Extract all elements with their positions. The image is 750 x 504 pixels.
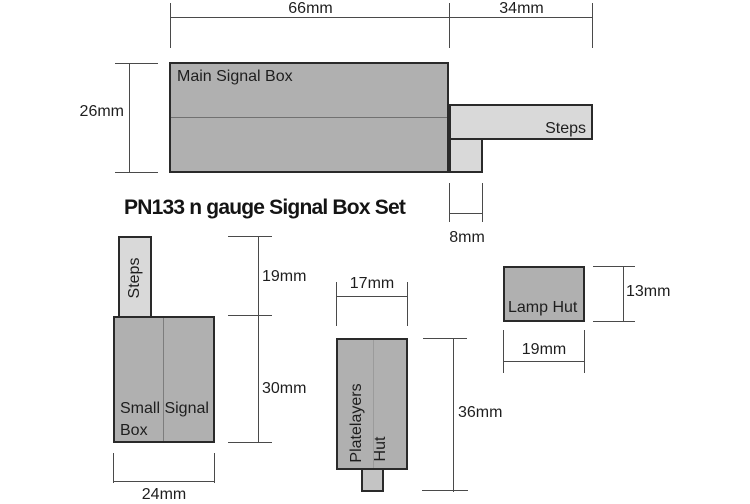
- main-steps-label: Steps: [545, 120, 586, 137]
- dim-17mm-tick-right: [407, 282, 408, 326]
- dim-17mm-tick-left: [336, 282, 337, 326]
- small-steps-label: Steps: [126, 257, 143, 299]
- dim-8mm-tick-right: [482, 183, 483, 222]
- dim-13mm-tick-bottom: [593, 321, 635, 322]
- small-steps-shape: [118, 236, 152, 318]
- dim-small-tick-middle: [228, 315, 272, 316]
- dim-top-tick-right: [592, 3, 593, 48]
- dim-label-36mm: 36mm: [458, 404, 503, 421]
- lamp-hut-label: Lamp Hut: [508, 299, 578, 316]
- main-steps-tab-shape: [449, 138, 483, 173]
- dim-lamp-19mm-tick-right: [584, 330, 585, 373]
- dim-lamp-19mm-horizontal-line: [503, 361, 585, 362]
- dim-label-66mm: 66mm: [288, 0, 333, 17]
- dim-label-34mm: 34mm: [499, 0, 544, 17]
- dim-small-tick-top: [228, 236, 272, 237]
- dim-36mm-tick-top: [423, 338, 467, 339]
- dim-label-24mm: 24mm: [141, 486, 187, 503]
- main-steps-shape: Steps: [449, 104, 593, 140]
- small-signal-box-divider-line: [163, 318, 164, 441]
- dim-26mm-tick-top: [115, 63, 158, 64]
- dim-label-8mm: 8mm: [449, 229, 485, 246]
- page-title: PN133 n gauge Signal Box Set: [124, 196, 406, 219]
- platelayers-hut-tab-shape: [361, 468, 384, 492]
- dim-label-17mm: 17mm: [349, 275, 395, 292]
- main-signal-box-shape: Main Signal Box: [169, 62, 449, 173]
- dim-label-19mm-steps: 19mm: [262, 268, 307, 285]
- dim-lamp-19mm-tick-left: [503, 330, 504, 373]
- dim-label-lamp-19mm: 19mm: [521, 341, 567, 358]
- dim-13mm-vertical-line: [623, 266, 624, 322]
- dim-26mm-tick-bottom: [115, 172, 158, 173]
- dim-13mm-tick-top: [593, 266, 635, 267]
- dim-24mm-tick-left: [113, 453, 114, 483]
- dim-36mm-vertical-line: [453, 338, 454, 492]
- dim-label-30mm: 30mm: [262, 380, 307, 397]
- small-signal-box-shape: [113, 316, 215, 443]
- dim-36mm-tick-bottom: [422, 490, 468, 491]
- platelayers-hut-shape: [336, 338, 408, 470]
- dim-label-26mm: 26mm: [79, 103, 124, 120]
- main-signal-box-floor-line: [171, 117, 447, 118]
- platelayers-hut-divider-line: [373, 340, 374, 468]
- dim-label-13mm: 13mm: [626, 283, 671, 300]
- dim-small-vertical-line: [258, 236, 259, 443]
- dim-8mm-horizontal-line: [449, 213, 483, 214]
- dim-top-horizontal-line: [171, 17, 593, 18]
- main-signal-box-label: Main Signal Box: [177, 68, 293, 85]
- dim-17mm-horizontal-line: [336, 296, 408, 297]
- dim-24mm-horizontal-line: [113, 481, 215, 482]
- small-signal-box-label-line1: Small Signal: [120, 400, 209, 417]
- dim-small-tick-bottom: [228, 442, 272, 443]
- platelayers-hut-label-word1: Platelayers: [348, 383, 365, 463]
- dim-top-tick-middle: [449, 3, 450, 48]
- lamp-hut-shape: Lamp Hut: [503, 266, 585, 322]
- dim-top-tick-left: [170, 3, 171, 48]
- dim-26mm-vertical-line: [129, 63, 130, 173]
- dim-24mm-tick-right: [214, 453, 215, 483]
- small-signal-box-label-line2: Box: [120, 422, 148, 439]
- dim-8mm-tick-left: [449, 183, 450, 222]
